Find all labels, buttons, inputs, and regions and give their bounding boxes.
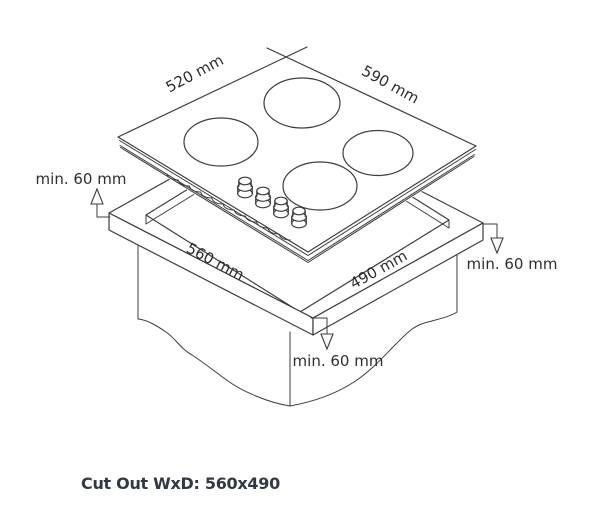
clearance-front-leader bbox=[310, 317, 328, 335]
cooktop bbox=[117, 46, 477, 264]
cooktop-rim-line-2 bbox=[119, 145, 475, 261]
clearance-right-arrowhead bbox=[490, 237, 504, 255]
label-clearance-front: min. 60 mm bbox=[293, 352, 384, 370]
burner-right bbox=[342, 129, 414, 177]
cooktop-back-left-edge bbox=[117, 46, 308, 138]
dimension-arrows bbox=[90, 187, 504, 351]
clearance-left-arrowhead bbox=[90, 187, 104, 205]
control-knob-3 bbox=[273, 196, 289, 219]
cutout-caption: Cut Out WxD: 560x490 bbox=[81, 474, 280, 493]
cabinet-torn-edge-left bbox=[137, 318, 291, 407]
clearance-front-arrowhead bbox=[320, 333, 334, 351]
label-clearance-left: min. 60 mm bbox=[36, 170, 127, 188]
cabinet bbox=[137, 245, 458, 407]
label-clearance-right: min. 60 mm bbox=[467, 255, 558, 273]
control-knob-1 bbox=[237, 176, 253, 199]
cooktop-rim-line-3 bbox=[120, 147, 475, 263]
cooktop-back-right-edge bbox=[266, 47, 477, 147]
control-knob-4 bbox=[291, 206, 307, 229]
cooktop-gasket-wave bbox=[166, 173, 291, 241]
cooktop-front-edges bbox=[117, 136, 477, 253]
burner-front bbox=[282, 161, 358, 211]
cabinet-torn-edge-right bbox=[289, 311, 458, 407]
cooktop-rim-line-1 bbox=[119, 140, 476, 256]
control-knob-2 bbox=[255, 186, 271, 209]
burner-left bbox=[183, 117, 259, 167]
burner-back bbox=[263, 77, 341, 129]
countertop-front-right-face bbox=[312, 222, 484, 336]
clearance-left-leader bbox=[96, 203, 111, 218]
clearance-right-leader bbox=[482, 223, 498, 239]
